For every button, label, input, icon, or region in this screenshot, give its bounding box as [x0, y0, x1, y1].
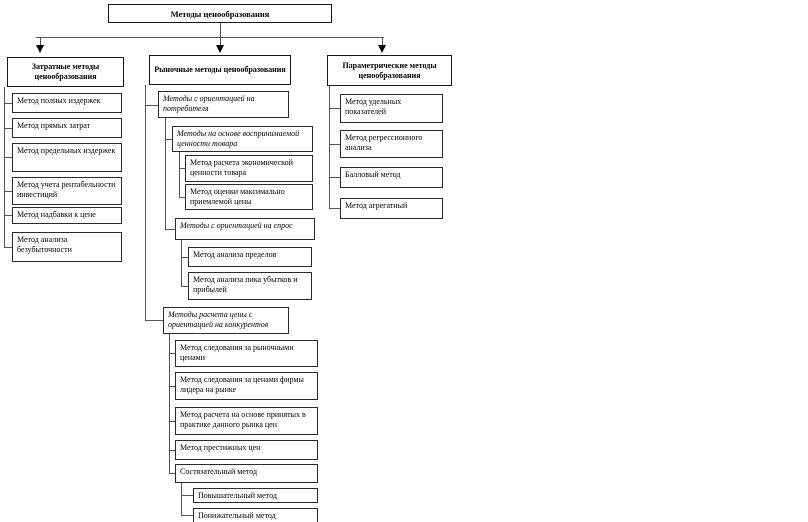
connector-stub: [4, 215, 12, 216]
column-header-cost-methods: Затратные методы ценообразования: [7, 57, 124, 87]
connector-spine: [169, 334, 170, 473]
node-upward-method: Повышательный метод: [193, 488, 318, 503]
node-prestige-prices-method: Метод престижных цен: [175, 440, 318, 460]
node-max-acceptable-price-method: Метод оценки максимально приемлемой цены: [185, 184, 313, 210]
connector-stub: [329, 144, 340, 145]
connector-stub: [165, 229, 175, 230]
connector-stub: [169, 473, 175, 474]
node-follow-leader-prices-method: Метод следования за ценами фирмы лидера …: [175, 372, 318, 400]
connector-root-stem: [220, 23, 221, 46]
connector-spine: [4, 87, 5, 247]
connector-stub: [179, 168, 185, 169]
node-unit-indicators-method: Метод удельных показателей: [340, 94, 443, 123]
connector-stub: [181, 286, 188, 287]
connector-stub: [4, 103, 12, 104]
group-perceived-value: Методы на основе воспринимаемой ценности…: [172, 126, 313, 152]
connector-stub: [169, 353, 175, 354]
connector-spine: [165, 118, 166, 229]
connector-top-horizontal: [36, 37, 384, 38]
connector-stub: [181, 495, 193, 496]
connector-spine: [181, 483, 182, 516]
connector-left-stem: [40, 37, 41, 46]
node-regression-analysis-method: Метод регрессионного анализа: [340, 130, 443, 158]
connector-stub: [4, 157, 12, 158]
node-downward-method: Понижательный метод: [193, 508, 318, 522]
connector-stub: [329, 208, 340, 209]
connector-stub: [145, 320, 163, 321]
node-breakeven-analysis-method: Метод анализа безубыточности: [12, 232, 122, 262]
connector-stub: [179, 197, 185, 198]
node-full-cost-method: Метод полных издержек: [12, 93, 122, 113]
arrow-down-icon: [378, 45, 386, 53]
column-header-parametric-methods: Параметрические методы ценообразования: [327, 55, 452, 86]
group-consumer-oriented: Методы с ориентацией на потребителя: [158, 91, 289, 118]
node-aggregate-method: Метод агрегатный: [340, 198, 443, 219]
node-marginal-cost-method: Метод предельных издержек: [12, 143, 122, 172]
arrow-down-icon: [216, 45, 224, 53]
connector-stub: [4, 247, 12, 248]
connector-stub: [169, 450, 175, 451]
column-header-market-methods: Рыночные методы ценообразования: [149, 55, 291, 85]
connector-spine: [179, 152, 180, 197]
node-roi-accounting-method: Метод учета рентабельности инвестиций: [12, 177, 122, 205]
connector-stub: [169, 386, 175, 387]
node-economic-value-method: Метод расчета экономической ценности тов…: [185, 155, 313, 182]
connector-stub: [165, 139, 172, 140]
node-price-markup-method: Метод надбавки к цене: [12, 207, 122, 224]
connector-stub: [181, 257, 188, 258]
group-competitor-oriented: Методы расчета цены с ориентацией на кон…: [163, 307, 289, 334]
node-tender-method: Состязательный метод: [175, 464, 318, 483]
node-accepted-market-prices-method: Метод расчета на основе принятых в практ…: [175, 407, 318, 435]
diagram-title: Методы ценообразования: [108, 4, 332, 23]
connector-stub: [329, 108, 340, 109]
connector-spine: [329, 86, 330, 208]
connector-spine: [145, 85, 146, 320]
group-demand-oriented: Методы с ориентацией на спрос: [175, 218, 315, 240]
connector-spine: [181, 240, 182, 286]
node-direct-cost-method: Метод прямых затрат: [12, 118, 122, 138]
connector-stub: [169, 421, 175, 422]
connector-stub: [4, 191, 12, 192]
node-follow-market-prices-method: Метод следования за рыночными ценами: [175, 340, 318, 367]
connector-stub: [4, 128, 12, 129]
connector-right-stem: [382, 37, 383, 46]
connector-stub: [181, 515, 193, 516]
node-loss-profit-peak-method: Метод анализа пика убытков и прибылей: [188, 272, 312, 300]
node-scoring-method: Балловый метод: [340, 167, 443, 188]
connector-stub: [145, 105, 158, 106]
node-limit-analysis-method: Метод анализа пределов: [188, 247, 312, 267]
connector-stub: [329, 177, 340, 178]
arrow-down-icon: [36, 45, 44, 53]
